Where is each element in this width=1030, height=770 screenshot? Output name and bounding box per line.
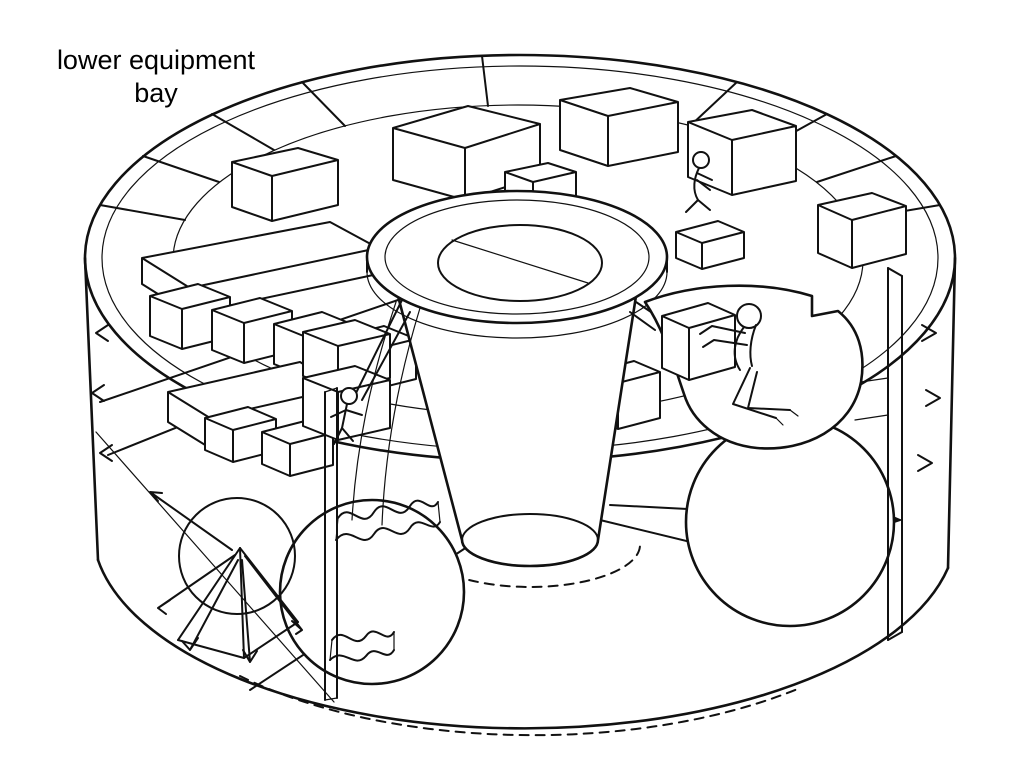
equipment-box — [211, 297, 293, 364]
direction-arrows — [149, 491, 303, 663]
tunnel-cable — [381, 307, 421, 526]
wall-chevrons — [91, 324, 941, 472]
astronaut-arm — [702, 339, 748, 348]
left-panel — [324, 387, 338, 701]
hatch-diagonal-line — [451, 239, 589, 284]
sphere-tank-right — [684, 416, 896, 628]
crew-station-pod — [643, 284, 889, 450]
tripod-structure — [177, 547, 299, 659]
circular-tank-left — [178, 497, 296, 615]
equipment-box — [687, 109, 797, 196]
radial-bulkhead-right — [887, 267, 903, 641]
sphere-tank-left — [278, 498, 466, 686]
astronaut-arm — [699, 325, 746, 335]
astronaut-leg — [747, 371, 791, 411]
access-hatch-ring — [365, 189, 669, 339]
equipment-box — [559, 87, 679, 167]
astronaut-kneeling — [699, 303, 799, 426]
equipment-box — [231, 147, 339, 222]
control-panel-box — [661, 302, 736, 381]
figure-label: lower equipment bay — [56, 45, 256, 108]
astronaut-upper — [685, 151, 713, 213]
astronaut-leg — [732, 367, 777, 419]
central-tunnel — [351, 294, 638, 568]
equipment-box — [675, 220, 745, 270]
pod-shelf-lines — [854, 377, 889, 421]
equipment-box — [817, 192, 907, 269]
